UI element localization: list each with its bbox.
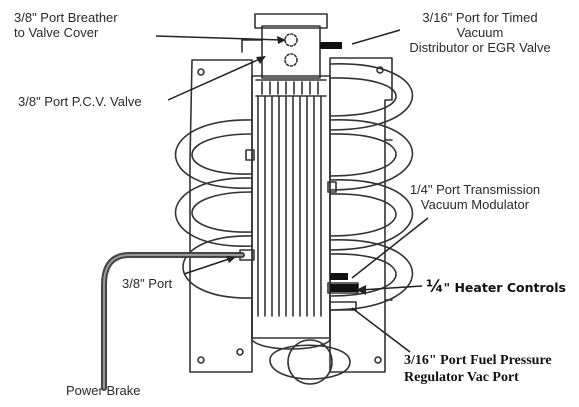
- throttle-neck: [261, 25, 321, 79]
- plenum-body: [251, 75, 331, 339]
- leader-fuel: [351, 307, 411, 353]
- breather-pipe: [241, 39, 263, 53]
- plenum-top-fins: [255, 79, 327, 97]
- label-38-port: 3/8" Port: [122, 276, 173, 291]
- trans-port-fill: [330, 273, 348, 280]
- fitting-side-upper: [245, 149, 255, 161]
- label-breather-line-2: to Valve Cover: [14, 25, 99, 40]
- power-brake-hose: [101, 252, 245, 391]
- runner-right-3-inner: [329, 193, 397, 237]
- leader-breather: [155, 35, 283, 41]
- arrow-pcv: [256, 56, 266, 64]
- runner-right-2: [329, 119, 414, 191]
- label-transmission-line-1: 1/4" Port Transmission: [409, 182, 541, 197]
- label-transmission-line-2: Vacuum Modulator: [420, 197, 530, 212]
- timed-vacuum-port: [320, 42, 342, 49]
- runner-left-2: [174, 177, 253, 247]
- runner-right-1: [329, 63, 414, 131]
- leader-timed-vacuum: [351, 29, 401, 45]
- label-heater-text: " Heater Controls: [443, 280, 566, 295]
- label-breather-line-1: 3/8" Port Breather: [14, 10, 118, 25]
- label-timed-vacuum-line-1: 3/16" Port for Timed: [422, 10, 538, 25]
- runner-left-2-inner: [191, 191, 253, 233]
- runner-right-3: [329, 179, 414, 251]
- plenum-lower: [251, 299, 331, 350]
- label-heater-fraction: ¼: [426, 277, 444, 297]
- heater-port-fill: [330, 284, 358, 292]
- pcv-port-circle: [284, 53, 298, 67]
- label-fuel-pressure: 3/16" Port Fuel Pressure Regulator Vac P…: [404, 352, 552, 386]
- runner-right-2-inner: [329, 133, 397, 177]
- label-transmission: 1/4" Port Transmission Vacuum Modulator: [396, 182, 554, 212]
- bolt-hole-5: [236, 348, 244, 356]
- label-fuel-pressure-line-1: 3/16" Port Fuel Pressure: [404, 353, 552, 368]
- plenum-fins: [257, 95, 322, 317]
- leader-38-port: [183, 257, 233, 275]
- power-brake-hose-core: [103, 254, 243, 389]
- bolt-hole-3: [376, 66, 384, 74]
- arrow-breather: [277, 36, 286, 44]
- label-timed-vacuum-line-2: Vacuum: [456, 25, 504, 40]
- breather-port-circle: [284, 33, 298, 47]
- arrow-38-port: [226, 256, 236, 263]
- label-pcv: 3/8" Port P.C.V. Valve: [18, 94, 142, 109]
- arrow-heater: [356, 285, 366, 295]
- runner-right-4: [329, 239, 414, 311]
- throttle-cap: [254, 13, 328, 29]
- label-breather: 3/8" Port Breather to Valve Cover: [14, 10, 118, 40]
- leader-pcv: [167, 57, 263, 101]
- fuel-port: [329, 301, 357, 311]
- leader-transmission: [351, 217, 429, 279]
- label-power-brake: Power Brake: [66, 383, 141, 398]
- fitting-side-mid: [327, 181, 337, 193]
- label-heater-controls: ¼" Heater Controls: [426, 277, 566, 297]
- plenum-top-slots: [261, 81, 319, 95]
- runner-left-1-inner: [191, 133, 253, 175]
- label-fuel-pressure-line-2: Regulator Vac Port: [404, 370, 519, 385]
- runner-right-1-inner: [329, 77, 397, 117]
- runner-right-4-inner: [329, 253, 397, 297]
- manifold-plate-right: [329, 57, 393, 373]
- runner-left-1: [174, 119, 253, 189]
- bolt-hole-1: [197, 68, 205, 76]
- bolt-hole-2: [197, 356, 205, 364]
- bottom-boss-left: [287, 339, 333, 385]
- bolt-hole-4: [374, 356, 382, 364]
- label-timed-vacuum-line-3: Distributor or EGR Valve: [409, 40, 551, 55]
- label-timed-vacuum: 3/16" Port for Timed Vacuum Distributor …: [386, 10, 574, 55]
- bottom-boss-outline: [269, 344, 351, 380]
- manifold-plate-outline: [189, 59, 253, 373]
- leader-heater: [359, 285, 423, 291]
- runner-left-3: [182, 235, 253, 299]
